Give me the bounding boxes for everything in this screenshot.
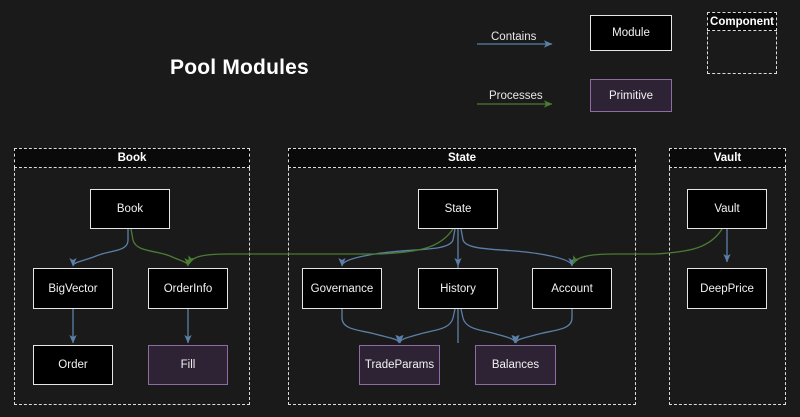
edge-state-orderinfo [188, 228, 454, 265]
edge-state-governance [338, 228, 456, 267]
legend-label-processes: Processes [489, 90, 543, 102]
edge-book-bigvector [69, 229, 129, 267]
node-fill[interactable]: Fill [148, 345, 228, 385]
legend-component-header: Component [707, 12, 777, 31]
node-account[interactable]: Account [532, 268, 612, 309]
node-vault[interactable]: Vault [687, 189, 767, 229]
legend-label-contains: Contains [491, 31, 537, 43]
node-orderinfo[interactable]: OrderInfo [148, 268, 228, 309]
edge-state-account [460, 228, 576, 267]
node-state[interactable]: State [418, 189, 498, 229]
group-header-book: Book [14, 148, 250, 168]
node-book[interactable]: Book [90, 189, 170, 229]
node-deepprice[interactable]: DeepPrice [687, 268, 767, 309]
edge-history-balances [460, 308, 519, 344]
page-title: Pool Modules [170, 56, 309, 79]
group-header-state: State [288, 148, 636, 168]
edge-governance-tradeparams [341, 309, 403, 344]
node-tradeparams[interactable]: TradeParams [359, 345, 440, 385]
edge-account-balances [512, 309, 573, 344]
edge-book-orderinfo [130, 228, 192, 267]
edge-vault-account [572, 228, 723, 265]
legend-box-primitive: Primitive [590, 79, 672, 112]
node-bigvector[interactable]: BigVector [33, 268, 113, 309]
edge-history-tradeparams [396, 308, 456, 344]
node-history[interactable]: History [418, 268, 498, 309]
group-header-vault: Vault [669, 148, 786, 168]
node-balances[interactable]: Balances [475, 345, 556, 385]
node-order[interactable]: Order [33, 345, 113, 385]
node-governance[interactable]: Governance [302, 268, 382, 309]
legend-box-module: Module [590, 15, 672, 51]
